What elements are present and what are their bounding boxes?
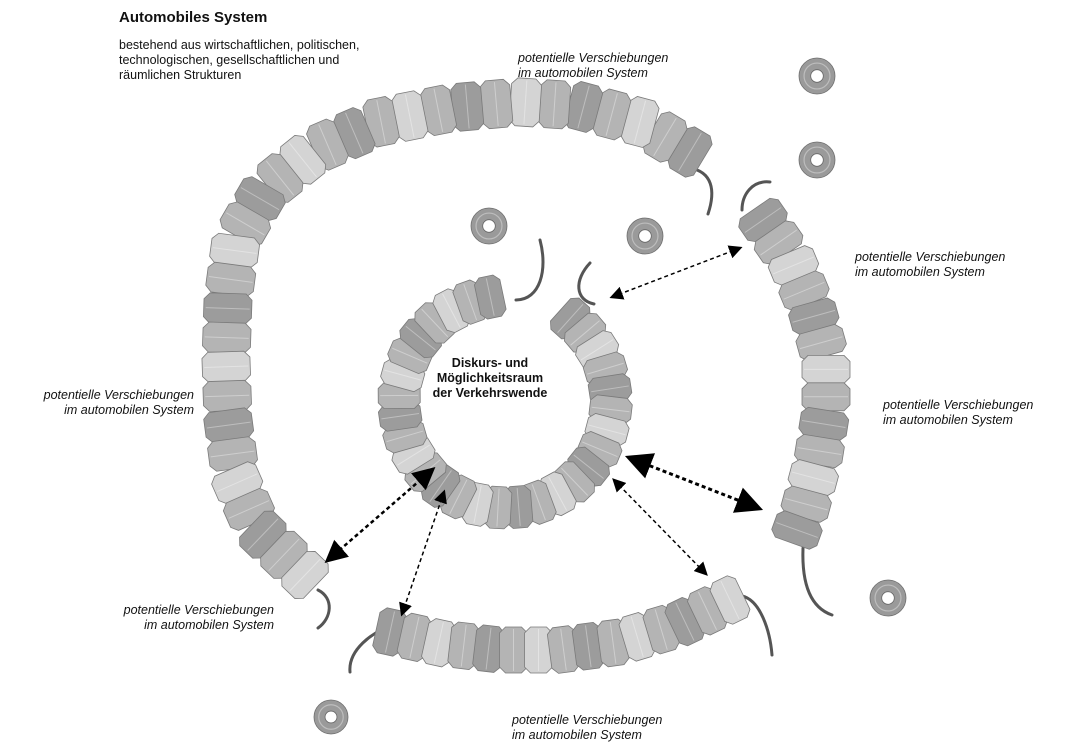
bead <box>802 355 850 383</box>
donut-bead <box>870 580 906 616</box>
shift-label-right-lower: potentielle Verschiebungen im automobile… <box>883 398 1033 428</box>
center-label: Diskurs- und Möglichkeitsraum der Verkeh… <box>415 356 565 401</box>
shift-label-top: potentielle Verschiebungen im automobile… <box>518 51 668 81</box>
string-inner-right <box>579 263 594 304</box>
shift-label-bottom: potentielle Verschiebungen im automobile… <box>512 713 662 743</box>
bead <box>202 322 251 354</box>
bead <box>202 351 251 383</box>
donut-bead <box>471 208 507 244</box>
subtitle-line: technologischen, gesellschaftlichen und <box>119 53 439 68</box>
string-right-end <box>803 548 832 615</box>
center-label-line: Möglichkeitsraum <box>415 371 565 386</box>
bead <box>203 380 252 412</box>
bead <box>509 77 542 127</box>
shift-label-left: potentielle Verschiebungen im automobile… <box>12 388 194 418</box>
string-left-end <box>318 590 329 628</box>
subtitle-line: räumlichen Strukturen <box>119 68 439 83</box>
center-label-line: Diskurs- und <box>415 356 565 371</box>
shift-label-bottom-left: potentielle Verschiebungen im automobile… <box>90 603 274 633</box>
bead <box>499 627 527 673</box>
bead <box>479 79 513 129</box>
donut-bead <box>799 142 835 178</box>
donut-bead <box>627 218 663 254</box>
donut-bead <box>314 700 348 734</box>
diagram-title: Automobiles System <box>119 9 267 26</box>
shift-arrow <box>402 492 444 614</box>
string-inner-top <box>516 240 543 300</box>
shift-label-right-upper: potentielle Verschiebungen im automobile… <box>855 250 1005 280</box>
bead <box>802 383 850 411</box>
bead <box>205 261 257 297</box>
shift-arrow <box>612 248 740 297</box>
center-label-line: der Verkehrswende <box>415 386 565 401</box>
bead <box>203 293 252 325</box>
bead <box>538 79 571 129</box>
shift-arrow <box>614 480 706 574</box>
diagram-subtitle: bestehend aus wirtschaftlichen, politisc… <box>119 38 439 83</box>
subtitle-line: bestehend aus wirtschaftlichen, politisc… <box>119 38 439 53</box>
donut-bead <box>799 58 835 94</box>
shift-arrow <box>630 458 758 508</box>
